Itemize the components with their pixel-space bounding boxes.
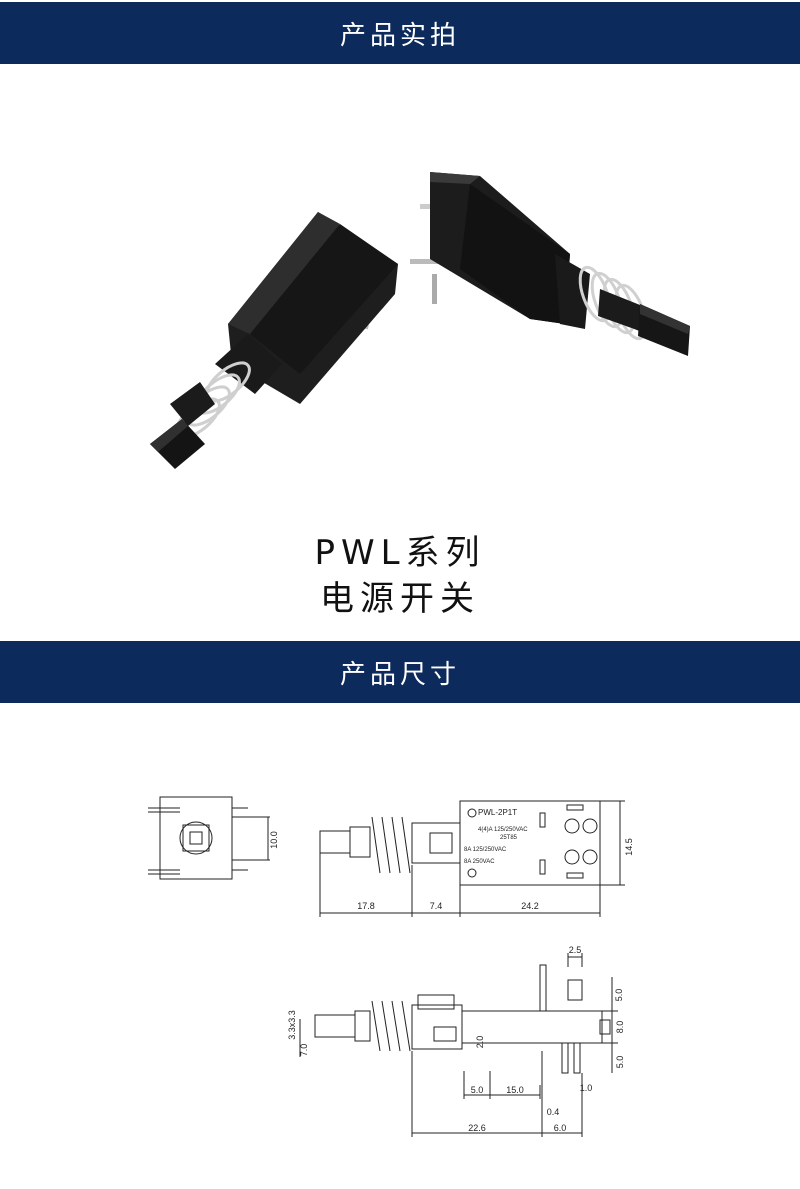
product-name: 电源开关 <box>320 579 480 619</box>
label-rating1: 4(4)A 125/250VAC <box>478 827 528 833</box>
top-length-a: 17.8 <box>357 901 375 911</box>
side-top: 5.0 <box>614 989 624 1002</box>
top-length-c: 24.2 <box>521 901 539 911</box>
series-name: PWL系列 <box>314 533 486 573</box>
bottom-e: 22.6 <box>468 1123 486 1133</box>
top-width: 14.5 <box>624 838 634 856</box>
side-pin-height: 2.0 <box>475 1036 485 1049</box>
side-view-drawing <box>299 953 618 1137</box>
bottom-a: 5.0 <box>471 1085 484 1095</box>
switch-left-image <box>150 212 398 469</box>
switch-right-image <box>410 172 690 356</box>
side-cap-height: 7.0 <box>299 1044 309 1057</box>
label-model: PWL-2P1T <box>478 808 517 817</box>
side-mid: 8.0 <box>615 1021 625 1034</box>
photo-section-header: 产品实拍 <box>0 2 800 64</box>
dimension-section-header: 产品尺寸 <box>0 641 800 703</box>
dimension-section-title: 产品尺寸 <box>339 659 460 690</box>
top-view-drawing <box>319 800 625 917</box>
product-photo <box>0 64 800 524</box>
front-height-label: 10.0 <box>269 831 279 849</box>
bottom-b: 15.0 <box>506 1085 524 1095</box>
photo-section-title: 产品实拍 <box>339 20 460 51</box>
bottom-d: 0.4 <box>547 1107 560 1117</box>
front-view-drawing <box>148 796 270 880</box>
bottom-f: 6.0 <box>554 1123 567 1133</box>
dimension-drawings: 10.0 <box>0 705 800 1185</box>
bottom-c: 1.0 <box>580 1083 593 1093</box>
label-rating3: 8A 125/250VAC <box>464 847 507 853</box>
side-bottom: 5.0 <box>615 1056 625 1069</box>
top-length-b: 7.4 <box>430 901 443 911</box>
label-rating4: 8A 250VAC <box>464 859 495 865</box>
side-cap-size: 3.3x3.3 <box>287 1010 297 1040</box>
side-pin-width: 2.5 <box>569 945 582 955</box>
product-title: PWL系列 电源开关 <box>0 530 800 622</box>
label-rating2: 25T85 <box>500 835 518 841</box>
